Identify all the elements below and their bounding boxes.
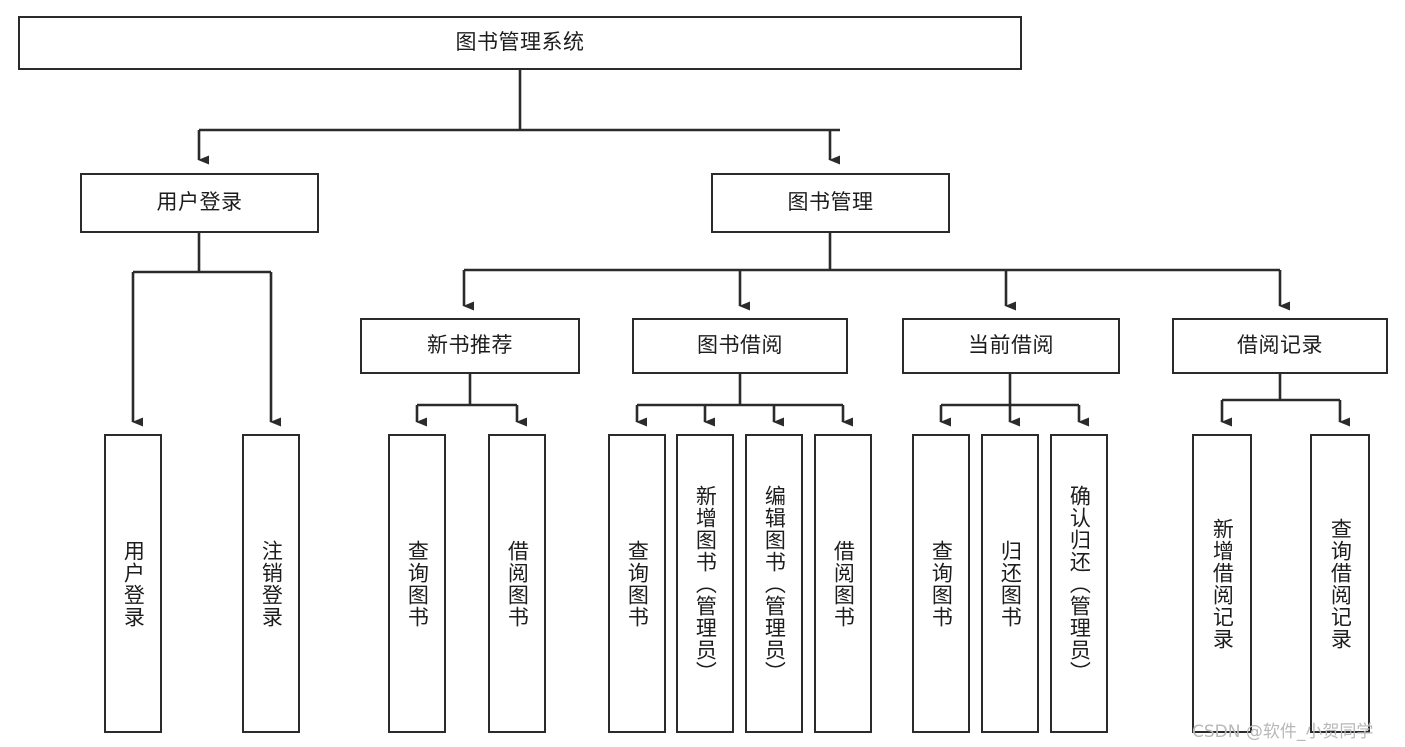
leaf-query-book-1[interactable]: 查询图书 [388,434,446,733]
leaf-edit-book-label: 编辑图书（管理员） [762,484,787,683]
leaf-borrow-book-2-label: 借阅图书 [831,539,856,628]
node-borrow-record-label: 借阅记录 [1237,333,1323,358]
leaf-confirm-return-label: 确认归还（管理员） [1067,484,1092,683]
leaf-edit-book[interactable]: 编辑图书（管理员） [745,434,803,733]
node-book-borrow[interactable]: 图书借阅 [632,318,848,374]
leaf-add-record-label: 新增借阅记录 [1210,517,1235,650]
leaf-query-book-3[interactable]: 查询图书 [912,434,970,733]
leaf-return-book-label: 归还图书 [998,539,1023,628]
leaf-add-record[interactable]: 新增借阅记录 [1192,434,1252,733]
leaf-borrow-book-2[interactable]: 借阅图书 [814,434,872,733]
leaf-query-book-2-label: 查询图书 [625,539,650,628]
node-new-book-recommend-label: 新书推荐 [427,333,513,358]
leaf-confirm-return[interactable]: 确认归还（管理员） [1050,434,1108,733]
node-book-borrow-label: 图书借阅 [697,333,783,358]
node-borrow-record[interactable]: 借阅记录 [1172,318,1388,374]
leaf-user-login-label: 用户登录 [121,539,146,628]
leaf-add-book-label: 新增图书（管理员） [693,484,718,683]
leaf-borrow-book-1[interactable]: 借阅图书 [488,434,546,733]
node-book-manage-label: 图书管理 [787,190,874,215]
node-root[interactable]: 图书管理系统 [18,16,1022,70]
leaf-query-record-label: 查询借阅记录 [1328,517,1353,650]
node-user-login-label: 用户登录 [156,190,243,215]
leaf-user-logout-label: 注销登录 [259,539,284,628]
csdn-watermark: CSDN @软件_小贺同学 [1192,722,1374,742]
leaf-query-book-2[interactable]: 查询图书 [608,434,666,733]
node-current-borrow-label: 当前借阅 [968,333,1054,358]
node-new-book-recommend[interactable]: 新书推荐 [360,318,580,374]
leaf-return-book[interactable]: 归还图书 [981,434,1039,733]
node-current-borrow[interactable]: 当前借阅 [902,318,1120,374]
leaf-user-login[interactable]: 用户登录 [104,434,162,733]
leaf-query-book-3-label: 查询图书 [929,539,954,628]
leaf-add-book[interactable]: 新增图书（管理员） [676,434,734,733]
leaf-query-record[interactable]: 查询借阅记录 [1310,434,1370,733]
node-user-login[interactable]: 用户登录 [80,173,319,233]
leaf-borrow-book-1-label: 借阅图书 [505,539,530,628]
node-book-manage[interactable]: 图书管理 [711,173,950,233]
leaf-query-book-1-label: 查询图书 [405,539,430,628]
leaf-user-logout[interactable]: 注销登录 [242,434,300,733]
node-root-label: 图书管理系统 [455,30,585,55]
